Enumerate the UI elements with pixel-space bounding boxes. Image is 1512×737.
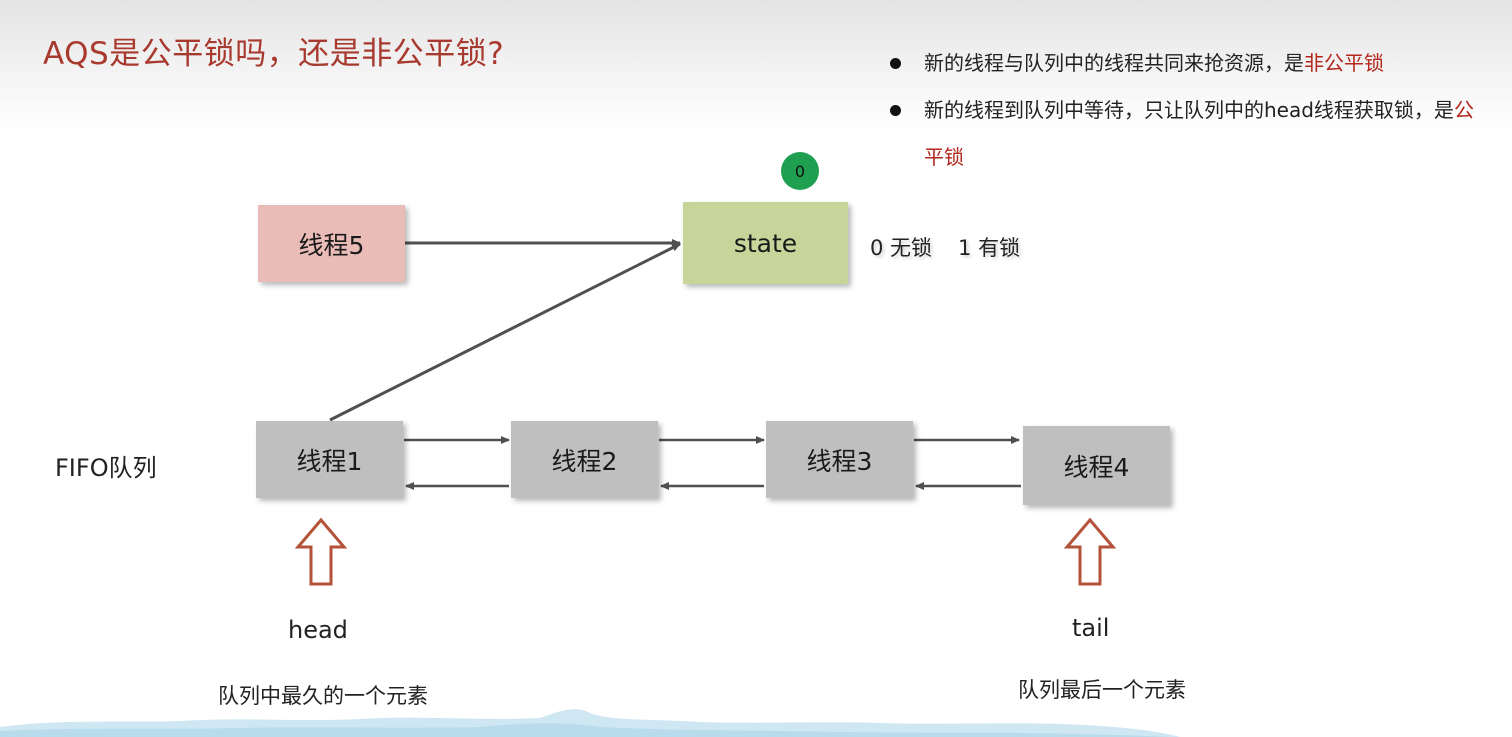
legend-unlocked: 0 无锁 <box>870 236 933 260</box>
tail-label: tail <box>1072 614 1110 642</box>
head-pointer-icon <box>294 517 348 586</box>
bullet-dot-icon <box>890 58 901 69</box>
state-value-badge: 0 <box>781 152 819 190</box>
bullet-text: 新的线程与队列中的线程共同来抢资源，是 <box>924 51 1304 75</box>
bullet-list: 新的线程与队列中的线程共同来抢资源，是非公平锁 新的线程到队列中等待，只让队列中… <box>884 40 1474 181</box>
tail-caption: 队列最后一个元素 <box>1018 678 1186 702</box>
page-title: AQS是公平锁吗，还是非公平锁? <box>43 36 505 72</box>
thread1-box: 线程1 <box>256 421 403 498</box>
bullet-highlight: 公平锁 <box>924 98 1474 169</box>
lock-legend: 0 无锁 1 有锁 <box>870 232 1020 262</box>
state-box: state <box>683 202 848 284</box>
thread5-box: 线程5 <box>258 205 405 282</box>
head-label: head <box>288 616 348 644</box>
thread2-box: 线程2 <box>511 421 658 498</box>
bullet-text: 新的线程到队列中等待，只让队列中的head线程获取锁，是 <box>924 98 1454 122</box>
legend-locked: 1 有锁 <box>958 236 1021 260</box>
bullet-unfair-lock: 新的线程与队列中的线程共同来抢资源，是非公平锁 <box>884 40 1474 87</box>
arrow-thread1-to-state <box>329 242 681 422</box>
bullet-fair-lock: 新的线程到队列中等待，只让队列中的head线程获取锁，是公平锁 <box>884 87 1474 181</box>
tail-pointer-icon <box>1063 517 1117 586</box>
head-caption: 队列中最久的一个元素 <box>218 684 428 708</box>
thread4-box: 线程4 <box>1023 426 1170 505</box>
bullet-highlight: 非公平锁 <box>1304 51 1384 75</box>
bullet-dot-icon <box>890 105 901 116</box>
footer-clouds-decoration <box>0 709 1180 737</box>
thread3-box: 线程3 <box>766 421 913 498</box>
fifo-queue-label: FIFO队列 <box>55 454 157 482</box>
